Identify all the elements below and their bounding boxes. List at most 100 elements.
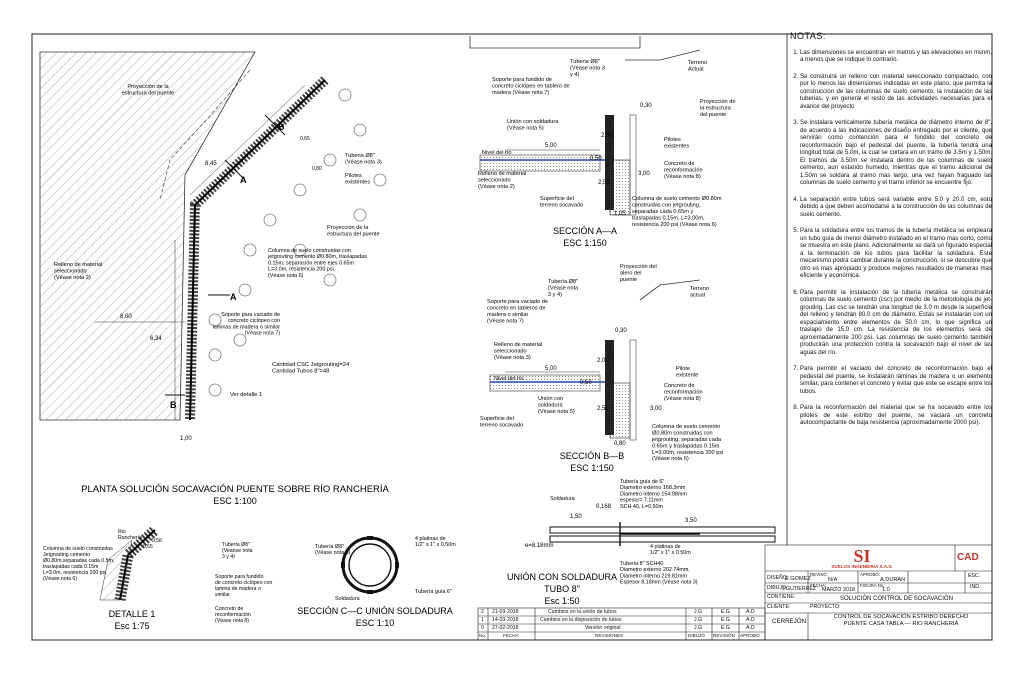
union-tube-lower (549, 535, 776, 543)
union-label-guia: Tubería guía de 6"Diametro externo 168.3… (620, 479, 687, 510)
section-aa-label-nivel: Nivel del río (482, 150, 512, 156)
section-aa: 0,30 5,00 2,00 0,50 2,50 3,00 1,05 Tuber… (469, 36, 735, 248)
section-bb-dim-050: 0,50 (580, 380, 592, 386)
tb-dibujo: J.GUTIERREZ (782, 586, 817, 592)
plan-mark-a-bottom: A (230, 292, 237, 302)
section-bb-terrain (639, 279, 701, 301)
section-bb-pipe (605, 340, 614, 435)
tb-fecha-label: FECHA: (810, 583, 827, 588)
tb-fecha: MARZO 2018 (822, 587, 855, 593)
section-aa-label-union: Unión con soldadura(Véase nota 5) (507, 119, 559, 131)
plan-mark-b-bottom: B (170, 400, 177, 410)
rev-row-1-dib: J.G (694, 617, 703, 623)
plan-dim-845: 8,45 (205, 161, 217, 167)
section-aa-scale: ESC 1:150 (563, 238, 607, 248)
section-aa-dim-030: 0,30 (640, 103, 652, 109)
plan-dim-100: 1,00 (180, 436, 192, 442)
tb-diseno: E.GOMEZ (785, 576, 811, 582)
seccion-cc-label-guia: Tubería guía 6" (415, 589, 452, 595)
tb-esc-label: ESC. (968, 573, 981, 579)
section-aa-dim-500: 5,00 (545, 143, 557, 149)
note-item: Las dimensiones se encuentran en metros … (800, 49, 992, 64)
note-item: Para la reconformación del material que … (800, 404, 992, 427)
section-aa-bridge-deck (469, 36, 641, 49)
notes-panel: NOTAS: Las dimensiones se encuentran en … (790, 32, 992, 543)
rev-row-0-no: 0 (481, 625, 484, 631)
plan-bridge-projection (159, 69, 251, 201)
union-scale: Esc 1:50 (544, 596, 579, 606)
union-subtitle: TUBO 8" (544, 584, 580, 594)
section-aa-dim-050: 0,50 (590, 156, 602, 162)
note-item: Se construirá un relleno con material se… (800, 73, 992, 111)
section-bb-pile (629, 339, 637, 441)
title-block-grid (764, 544, 993, 641)
cad-badge: CAD (957, 552, 979, 563)
section-bb-dim-030: 0,30 (615, 328, 627, 334)
plan-dim-800: 8,00 (120, 314, 132, 320)
rev-header-apr: APROBÓ (740, 633, 760, 638)
tb-figura: 1.0 (882, 587, 890, 593)
union-tube-upper (549, 526, 776, 534)
note-item: La separación entre tubos será variable … (800, 196, 992, 219)
tb-esc: IND. (970, 584, 981, 590)
union-dim-350: 3,50 (685, 518, 697, 524)
rev-row-2-fecha: 21-03-2018 (492, 609, 519, 615)
detalle-1-dim-058: 0,58 (152, 538, 162, 544)
tb-contiene: SOLUCIÓN CONTROL DE SOCAVACIÓN (840, 596, 953, 602)
rev-header-fecha: FECHA (503, 633, 519, 638)
section-bb: 0,30 5,00 2,00 0,50 2,50 3,00 0,80 Proye… (480, 264, 723, 473)
section-aa-dim-250: 2,50 (598, 180, 610, 186)
plan-dim-065: 0,65 (300, 136, 310, 142)
rev-row-0-fecha: 27-02-2018 (492, 625, 519, 631)
seccion-cc-label-tuberia: Tubería Ø8"(Véase nota 3) (315, 544, 351, 556)
seccion-cc-plates (341, 536, 399, 594)
rev-header-dib: DIBUJÓ (688, 633, 705, 638)
rev-row-0-desc: Versión original (585, 625, 621, 631)
plan-title: PLANTA SOLUCIÓN SOCAVACIÓN PUENTE SOBRE … (81, 484, 389, 495)
rev-header-rev: REVISIONES (595, 633, 624, 638)
plan-dim-080: 0,80 (312, 166, 322, 172)
plan-piles (208, 88, 387, 397)
plan-hatch-area (39, 51, 256, 421)
section-bb-scale: ESC 1:150 (570, 463, 614, 473)
plan-mark-a-top: A (240, 175, 247, 185)
rev-row-0-rev: E.G (721, 625, 730, 631)
section-bb-title: SECCIÓN B—B (560, 451, 625, 461)
tb-dibujo-label: DIBUJO: (767, 585, 788, 591)
section-bb-column (609, 382, 631, 439)
tb-figura-label: FIGURA No.: (860, 583, 886, 588)
tb-cliente-label: CLIENTE: (767, 604, 791, 610)
section-bb-dim-300: 3,00 (650, 406, 662, 412)
seccion-cc-label-soldadura: Soldadura (335, 596, 360, 602)
section-bb-fill (489, 374, 601, 392)
plan-mark-b-top: B (278, 122, 285, 132)
section-aa-pipe (605, 115, 614, 210)
union-title: UNIÓN CON SOLDADURA (507, 572, 617, 582)
note-item: Para la soldadura entre los tramos de la… (800, 227, 992, 280)
plan-label-ver-detalle: Ver detalle 1 (230, 392, 262, 398)
rev-row-1-rev: E.G (721, 617, 730, 623)
section-bb-dim-500: 5,00 (545, 366, 557, 372)
tb-reviso-label: REVISÓ: (810, 572, 828, 577)
plan-section-marks (165, 114, 286, 396)
detalle-1-dim-065: 0,65 (143, 544, 153, 550)
section-aa-fill (479, 154, 601, 172)
